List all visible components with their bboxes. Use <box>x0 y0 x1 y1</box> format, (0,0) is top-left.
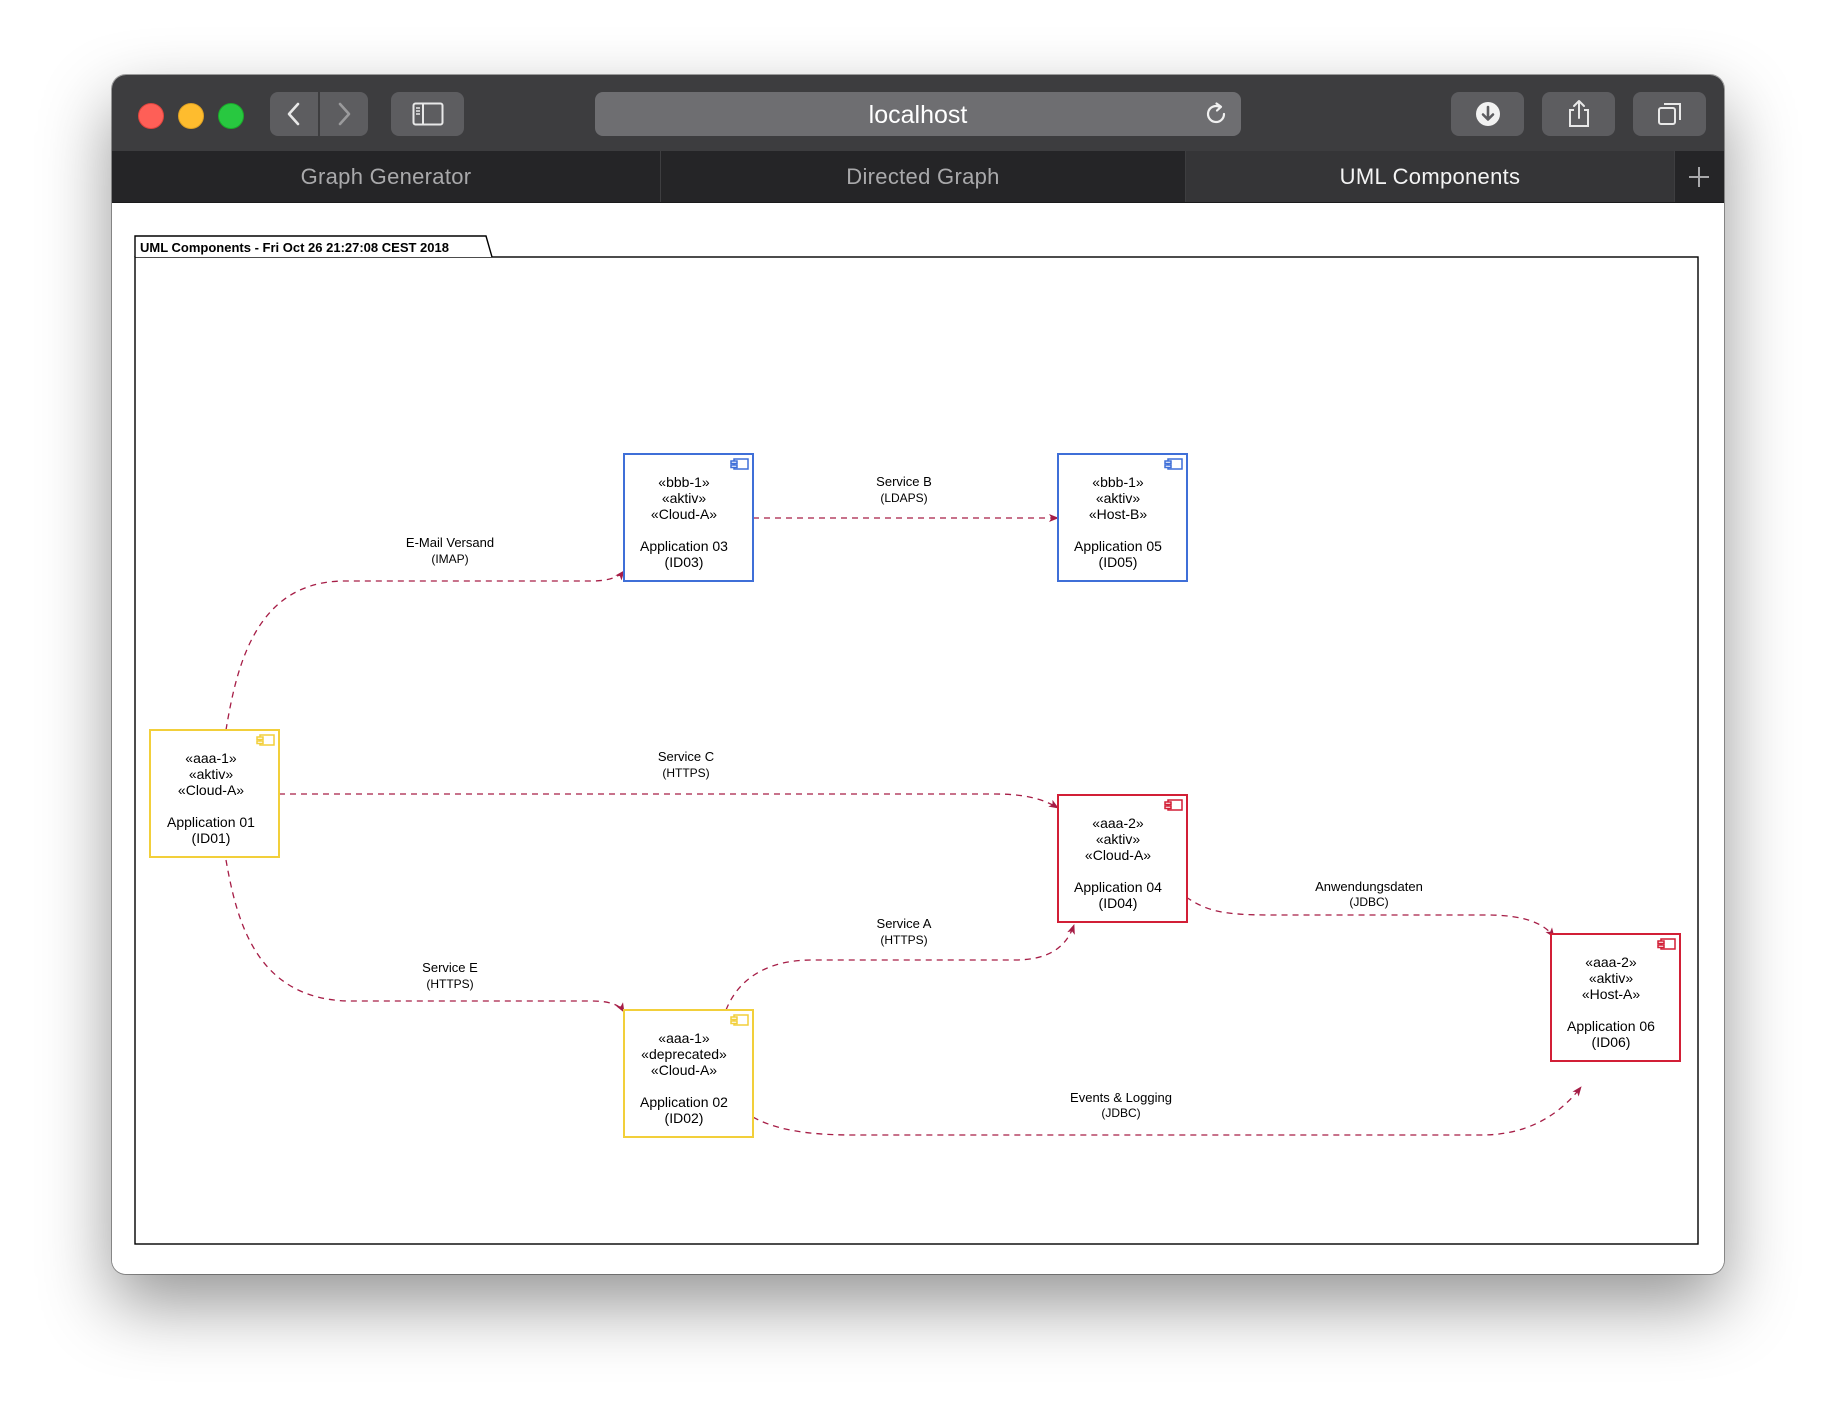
edge-service-c[interactable] <box>279 793 1059 809</box>
component-icon <box>1164 458 1183 470</box>
chevron-right-icon <box>338 102 351 126</box>
component-icon <box>730 1014 749 1026</box>
sidebar-icon <box>412 102 443 126</box>
downloads-button[interactable] <box>1451 92 1524 136</box>
svg-text:«deprecated»: «deprecated» <box>641 1046 727 1062</box>
share-button[interactable] <box>1542 92 1615 136</box>
svg-text:(ID02): (ID02) <box>665 1110 704 1126</box>
svg-text:Application 04: Application 04 <box>1074 879 1162 895</box>
svg-text:«Cloud-A»: «Cloud-A» <box>1085 847 1151 863</box>
edge-label-service-c: Service C <box>658 749 714 764</box>
component-application-06[interactable]: «aaa-2» «aktiv» «Host-A» Application 06 … <box>1550 933 1681 1062</box>
address-bar[interactable]: localhost <box>595 92 1241 136</box>
svg-text:(ID04): (ID04) <box>1099 895 1138 911</box>
component-icon <box>1657 938 1676 950</box>
page-content: UML Components - Fri Oct 26 21:27:08 CES… <box>112 203 1724 1274</box>
tab-overview-button[interactable] <box>1633 92 1706 136</box>
svg-text:Application 01: Application 01 <box>167 814 255 830</box>
svg-text:«aktiv»: «aktiv» <box>1589 970 1634 986</box>
svg-text:«aaa-2»: «aaa-2» <box>1585 954 1637 970</box>
edge-protocol-service-e: (HTTPS) <box>426 977 473 991</box>
tabs-overview-icon <box>1657 103 1681 125</box>
svg-text:«aaa-1»: «aaa-1» <box>185 750 237 766</box>
zoom-window-button[interactable] <box>218 103 244 129</box>
share-icon <box>1568 100 1589 127</box>
svg-text:«Cloud-A»: «Cloud-A» <box>651 506 717 522</box>
new-tab-button[interactable] <box>1674 151 1724 202</box>
svg-text:«aktiv»: «aktiv» <box>662 490 707 506</box>
component-application-03[interactable]: «bbb-1» «aktiv» «Cloud-A» Application 03… <box>623 453 754 582</box>
download-icon <box>1475 102 1500 126</box>
svg-text:(ID03): (ID03) <box>665 554 704 570</box>
svg-text:«aaa-1»: «aaa-1» <box>658 1030 710 1046</box>
minimize-window-button[interactable] <box>178 103 204 129</box>
edge-label-service-a: Service A <box>877 916 932 931</box>
svg-text:Application 06: Application 06 <box>1567 1018 1655 1034</box>
svg-text:«Host-B»: «Host-B» <box>1089 506 1148 522</box>
component-application-05[interactable]: «bbb-1» «aktiv» «Host-B» Application 05 … <box>1057 453 1188 582</box>
tab-bar: Graph Generator Directed Graph UML Compo… <box>112 151 1724 203</box>
svg-text:Application 02: Application 02 <box>640 1094 728 1110</box>
edge-label-anwendungsdaten: Anwendungsdaten <box>1315 879 1423 894</box>
svg-text:«bbb-1»: «bbb-1» <box>658 474 710 490</box>
edge-label-events-logging: Events & Logging <box>1070 1090 1172 1105</box>
edge-events-logging[interactable] <box>752 1086 1582 1136</box>
tab-directed-graph[interactable]: Directed Graph <box>661 151 1186 202</box>
edge-protocol-email-versand: (IMAP) <box>431 552 468 566</box>
sidebar-toggle-button[interactable] <box>391 92 464 136</box>
tab-uml-components[interactable]: UML Components <box>1186 151 1675 202</box>
svg-text:(ID01): (ID01) <box>192 830 231 846</box>
forward-button[interactable] <box>320 92 368 136</box>
svg-text:«aktiv»: «aktiv» <box>1096 831 1141 847</box>
edge-label-email-versand: E-Mail Versand <box>406 535 494 550</box>
svg-text:Application 03: Application 03 <box>640 538 728 554</box>
back-button[interactable] <box>270 92 318 136</box>
svg-text:Application 05: Application 05 <box>1074 538 1162 554</box>
browser-toolbar: localhost <box>112 75 1724 152</box>
edge-protocol-events-logging: (JDBC) <box>1101 1106 1140 1120</box>
plus-icon <box>1689 166 1709 187</box>
edge-label-service-e: Service E <box>422 960 478 975</box>
component-application-02[interactable]: «aaa-1» «deprecated» «Cloud-A» Applicati… <box>623 1009 754 1138</box>
svg-text:«aktiv»: «aktiv» <box>189 766 234 782</box>
browser-window: localhost Graph Generator Directed Graph… <box>112 75 1724 1274</box>
svg-text:«Cloud-A»: «Cloud-A» <box>651 1062 717 1078</box>
svg-text:(ID06): (ID06) <box>1592 1034 1631 1050</box>
component-application-01[interactable]: «aaa-1» «aktiv» «Cloud-A» Application 01… <box>149 729 280 858</box>
component-application-04[interactable]: «aaa-2» «aktiv» «Cloud-A» Application 04… <box>1057 794 1188 923</box>
edge-protocol-service-a: (HTTPS) <box>880 933 927 947</box>
close-window-button[interactable] <box>138 103 164 129</box>
component-icon <box>730 458 749 470</box>
tab-graph-generator[interactable]: Graph Generator <box>112 151 661 202</box>
component-icon <box>256 734 275 746</box>
component-icon <box>1164 799 1183 811</box>
svg-text:«aktiv»: «aktiv» <box>1096 490 1141 506</box>
svg-text:(ID05): (ID05) <box>1099 554 1138 570</box>
edge-protocol-service-b: (LDAPS) <box>880 491 927 505</box>
chevron-left-icon <box>287 102 300 126</box>
edge-anwendungsdaten[interactable] <box>1185 896 1555 938</box>
uml-component-diagram: UML Components - Fri Oct 26 21:27:08 CES… <box>134 235 1699 1245</box>
edge-service-e[interactable] <box>225 859 625 1013</box>
frame-title: UML Components - Fri Oct 26 21:27:08 CES… <box>140 240 449 255</box>
edge-email-versand[interactable] <box>225 570 625 731</box>
edge-protocol-service-c: (HTTPS) <box>662 766 709 780</box>
svg-text:«Cloud-A»: «Cloud-A» <box>178 782 244 798</box>
edge-protocol-anwendungsdaten: (JDBC) <box>1349 895 1388 909</box>
svg-text:«bbb-1»: «bbb-1» <box>1092 474 1144 490</box>
reload-icon[interactable] <box>1203 101 1229 127</box>
edge-label-service-b: Service B <box>876 474 932 489</box>
diagram-frame <box>134 256 1699 1245</box>
svg-text:«Host-A»: «Host-A» <box>1582 986 1641 1002</box>
svg-text:«aaa-2»: «aaa-2» <box>1092 815 1144 831</box>
address-text: localhost <box>868 101 968 129</box>
frame-title-tab <box>134 235 493 258</box>
